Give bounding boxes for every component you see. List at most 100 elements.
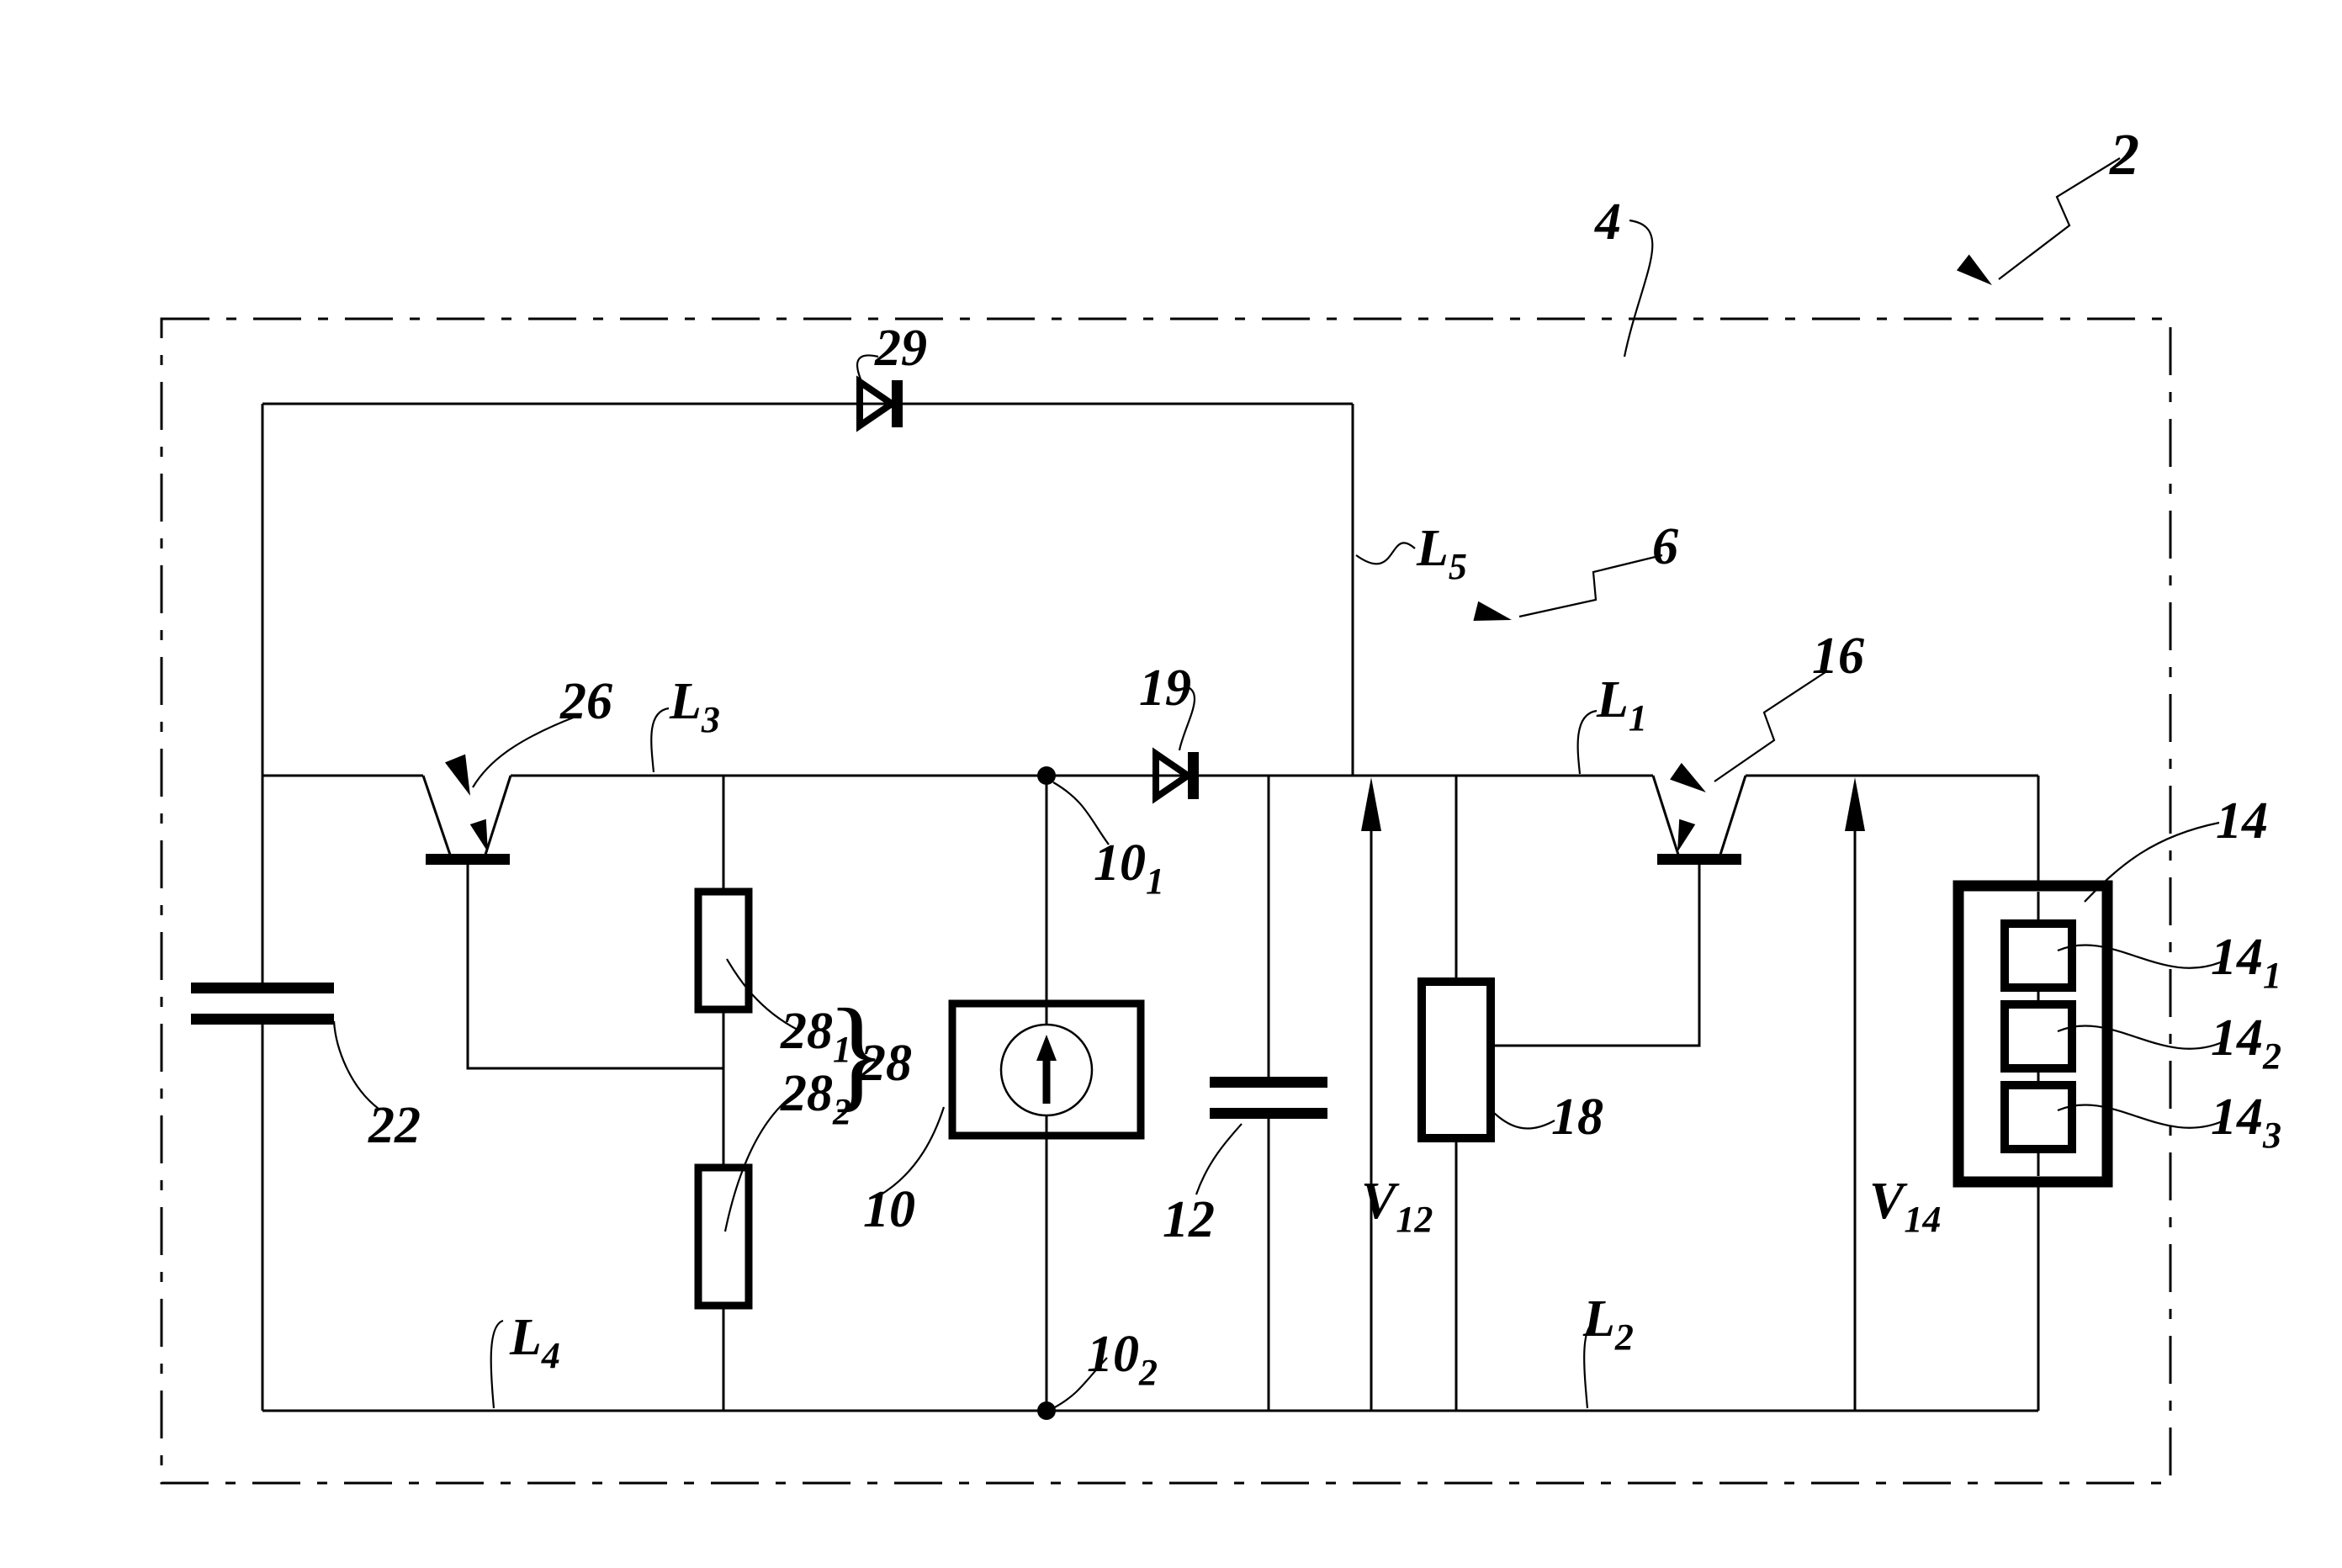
label-12: 12 — [1163, 1191, 1215, 1248]
leader-2-arrowhead-icon — [1956, 254, 1992, 285]
diode-29-triangle-icon — [856, 375, 898, 432]
resistor-28-1 — [694, 887, 753, 1014]
wire-transistor16-base — [1491, 865, 1701, 1047]
leader-L1 — [1576, 709, 1598, 775]
leader-29 — [856, 354, 879, 386]
leader-14-1 — [2057, 944, 2225, 969]
label-14-2-base: 14 — [2211, 1009, 2263, 1067]
label-14-2-sub: 2 — [2262, 1036, 2281, 1077]
label-10-2-sub: 2 — [1138, 1352, 1158, 1393]
label-L2-sub: 2 — [1614, 1316, 1634, 1358]
cell-14-2 — [2000, 1000, 2076, 1073]
transistor-16 — [1651, 775, 1747, 865]
label-L2: L2 — [1582, 1290, 1634, 1358]
diode-19 — [1152, 747, 1199, 804]
label-2: 2 — [2109, 123, 2139, 188]
diode-19-triangle-icon — [1152, 747, 1195, 804]
label-L2-base: L — [1582, 1290, 1615, 1348]
leader-14-2 — [2057, 1025, 2225, 1050]
transistor-26-left-leg — [421, 775, 452, 856]
label-28-2-sub: 2 — [832, 1091, 851, 1132]
label-L4-sub: 4 — [541, 1335, 560, 1376]
label-L1-sub: 1 — [1629, 697, 1647, 739]
leader-10-1 — [1052, 781, 1110, 845]
label-L4: L4 — [509, 1309, 560, 1376]
diode-29-cathode-bar — [892, 380, 903, 427]
voltage-arrow-V12-head-icon — [1361, 777, 1381, 831]
reference-labels: 2 4 6 29 26 19 16 14 10 12 18 22 28 } L3… — [368, 123, 2281, 1393]
leader-L5 — [1355, 542, 1416, 565]
label-L5: L5 — [1416, 520, 1467, 587]
label-L3: L3 — [669, 673, 720, 740]
capacitor-12-top-plate — [1210, 1077, 1327, 1088]
label-28-1-base: 28 — [780, 1003, 833, 1060]
leader-19 — [1178, 685, 1195, 751]
transistor-26-bar — [426, 854, 510, 865]
node-10-2-dot — [1037, 1401, 1056, 1420]
leader-14 — [2084, 821, 2220, 903]
leader-4 — [1623, 219, 1654, 358]
capacitor-22 — [191, 983, 334, 1025]
voltage-arrow-V14 — [1845, 777, 1865, 1411]
capacitor-12 — [1210, 1077, 1327, 1119]
leader-L4 — [490, 1319, 504, 1409]
label-29: 29 — [874, 320, 927, 377]
voltage-arrow-V12 — [1361, 777, 1381, 1411]
label-4: 4 — [1594, 193, 1621, 251]
transistor-26 — [421, 775, 512, 865]
leader-12 — [1195, 1123, 1243, 1195]
label-28-2: 282 — [780, 1065, 851, 1132]
cell-14-3 — [2000, 1081, 2076, 1153]
label-14-1-sub: 1 — [2263, 955, 2281, 996]
current-source-10-up-arrow-icon — [1036, 1035, 1057, 1061]
label-14-1-base: 14 — [2211, 929, 2263, 986]
label-18: 18 — [1551, 1089, 1603, 1146]
leader-L3 — [650, 707, 670, 773]
leader-6-zigzag — [1518, 554, 1663, 618]
capacitor-12-bottom-plate — [1210, 1108, 1327, 1119]
leader-22 — [332, 1020, 379, 1110]
label-19: 19 — [1139, 660, 1191, 717]
leader-26-arrowhead-icon — [444, 754, 470, 796]
label-26: 26 — [559, 673, 612, 730]
label-14: 14 — [2216, 792, 2268, 850]
label-L4-base: L — [509, 1309, 542, 1366]
leader-2-zigzag — [1998, 157, 2121, 280]
label-V12-base: V — [1361, 1173, 1400, 1230]
leader-L2 — [1583, 1321, 1596, 1409]
label-28: 28 — [859, 1035, 912, 1092]
label-10-1-base: 10 — [1094, 834, 1146, 892]
label-L1: L1 — [1596, 671, 1647, 739]
transistor-26-emitter-arrow-icon — [469, 818, 488, 852]
diode-29 — [856, 375, 903, 432]
leader-28-1 — [726, 958, 798, 1030]
label-V14: V14 — [1869, 1173, 1941, 1240]
wire-transistor26-base — [466, 865, 723, 1070]
label-L1-base: L — [1596, 671, 1629, 728]
label-L3-sub: 3 — [701, 699, 720, 740]
label-10-1: 101 — [1094, 834, 1164, 902]
leader-28-2 — [723, 1091, 798, 1232]
label-L3-base: L — [669, 673, 702, 730]
transistor-26-right-leg — [484, 775, 512, 856]
transistor-16-emitter-arrow-icon — [1677, 818, 1696, 852]
leader-14-3 — [2057, 1104, 2225, 1129]
label-6: 6 — [1652, 518, 1678, 575]
enclosure-dashdot-border — [160, 317, 2172, 1485]
wires — [261, 402, 2040, 1412]
cell-14-1 — [2000, 919, 2076, 992]
transistor-16-right-leg — [1719, 775, 1747, 856]
leader-26 — [472, 715, 576, 788]
label-14-3-sub: 3 — [2262, 1115, 2281, 1156]
label-V12-sub: 12 — [1396, 1199, 1433, 1240]
transistor-16-bar — [1657, 854, 1741, 865]
label-V14-base: V — [1869, 1173, 1908, 1230]
label-10-2-base: 10 — [1087, 1326, 1139, 1383]
label-L5-base: L — [1416, 520, 1449, 577]
label-10: 10 — [863, 1181, 915, 1238]
label-14-2: 142 — [2211, 1009, 2281, 1077]
label-V14-sub: 14 — [1904, 1199, 1941, 1240]
leader-18 — [1492, 1111, 1555, 1130]
block-18 — [1417, 977, 1495, 1142]
label-10-1-sub: 1 — [1146, 861, 1164, 902]
